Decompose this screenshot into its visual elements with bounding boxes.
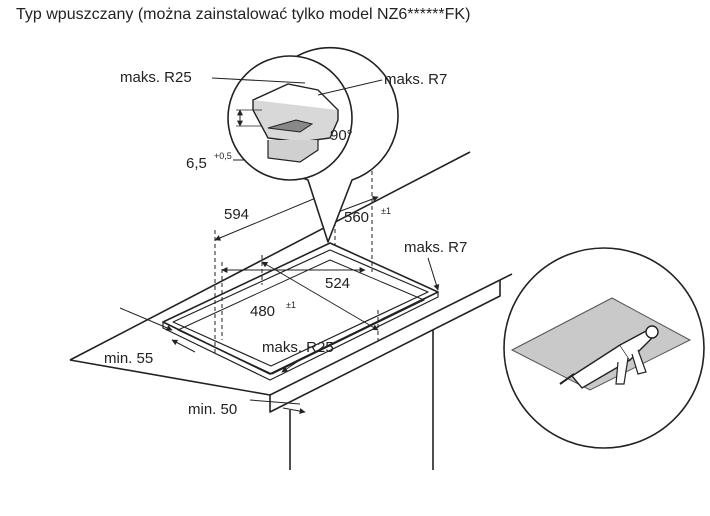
label-depth: 6,5 <box>186 155 207 172</box>
label-maks-r7-top: maks. R7 <box>384 71 447 88</box>
label-maks-r25-bottom: maks. R25 <box>262 339 334 356</box>
dimension-lines <box>119 150 440 414</box>
label-524: 524 <box>325 275 350 292</box>
countertop <box>69 151 513 413</box>
sealant-gun-icon <box>503 247 705 449</box>
label-depth-tol: +0,5 <box>214 151 232 161</box>
cabinet-sides <box>289 330 434 470</box>
diagram-title: Typ wpuszczany (można zainstalować tylko… <box>16 6 471 23</box>
label-maks-r25-top: maks. R25 <box>120 69 192 86</box>
label-594: 594 <box>224 206 249 223</box>
label-560: 560 <box>344 209 369 226</box>
edge-detail-magnifier-icon <box>211 46 399 243</box>
label-angle: 90° <box>330 127 353 144</box>
label-560-tol: ±1 <box>381 206 391 216</box>
label-min-50: min. 50 <box>188 401 237 418</box>
label-min-55: min. 55 <box>104 350 153 367</box>
label-maks-r7-right: maks. R7 <box>404 239 467 256</box>
label-480-tol: ±1 <box>286 300 296 310</box>
label-480: 480 <box>250 303 275 320</box>
dimension-labels: maks. R25 maks. R7 90° 6,5 +0,5 594 560 … <box>104 69 467 418</box>
cutout-recess <box>162 242 439 381</box>
